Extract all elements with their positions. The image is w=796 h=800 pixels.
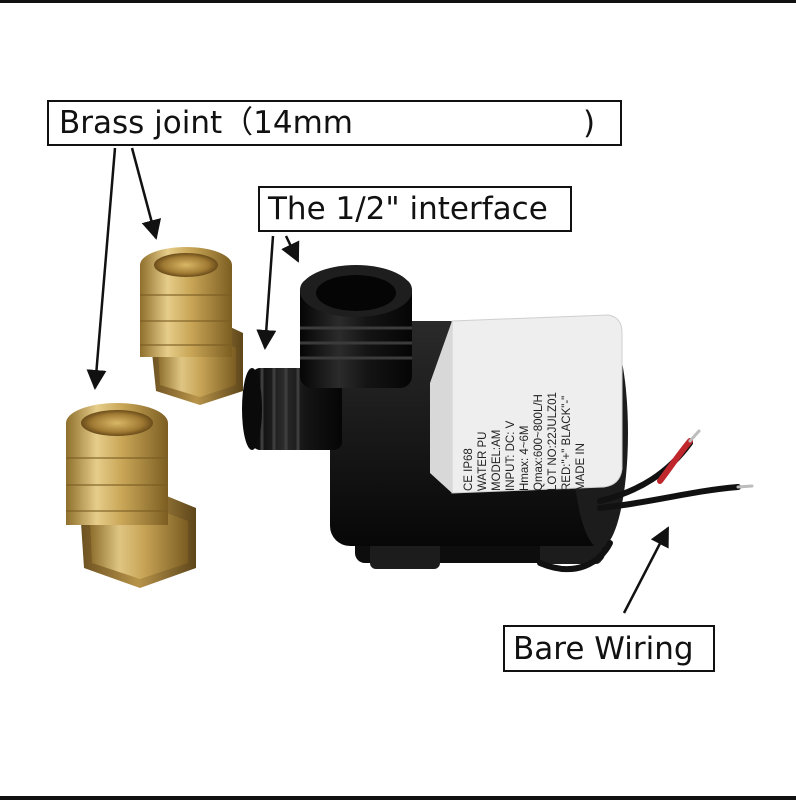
label-model: MODEL:AM (491, 429, 503, 491)
callout-bare-wiring-text: Bare Wiring (513, 631, 694, 667)
callout-brass-joint-text: Brass joint（14mm (59, 105, 354, 141)
callout-bare-wiring: Bare Wiring (503, 625, 715, 672)
label-qmax: Qmax:600~800L/H (533, 394, 545, 491)
label-hmax: Hmax: 4~6M (519, 425, 531, 491)
callout-interface: The 1/2" interface (258, 186, 572, 232)
pump-spec-label (430, 314, 623, 494)
callout-interface-text: The 1/2" interface (268, 191, 548, 227)
callout-brass-joint-close: ) (583, 105, 596, 141)
label-made-in: MADE IN (575, 443, 587, 491)
brass-joint-lower (66, 403, 196, 588)
label-wires: RED:"+" BLACK"-" (561, 395, 573, 491)
label-ce-ip: CE IP68 (463, 448, 475, 491)
callout-brass-joint: Brass joint（14mm) (47, 100, 622, 146)
label-title: WATER PU (477, 431, 489, 491)
pump-product-illustration (66, 147, 754, 614)
bare-wiring (537, 429, 754, 573)
brass-joint-upper (140, 247, 243, 405)
label-lot: LOT NO:22JULZ01 (547, 392, 559, 491)
callout-arrows (86, 147, 670, 614)
water-pump-body (242, 265, 628, 569)
label-sticker-lines: CE IP68 WATER PU MODEL:AM INPUT: DC: V H… (462, 321, 622, 491)
label-input: INPUT: DC: V (505, 420, 517, 491)
